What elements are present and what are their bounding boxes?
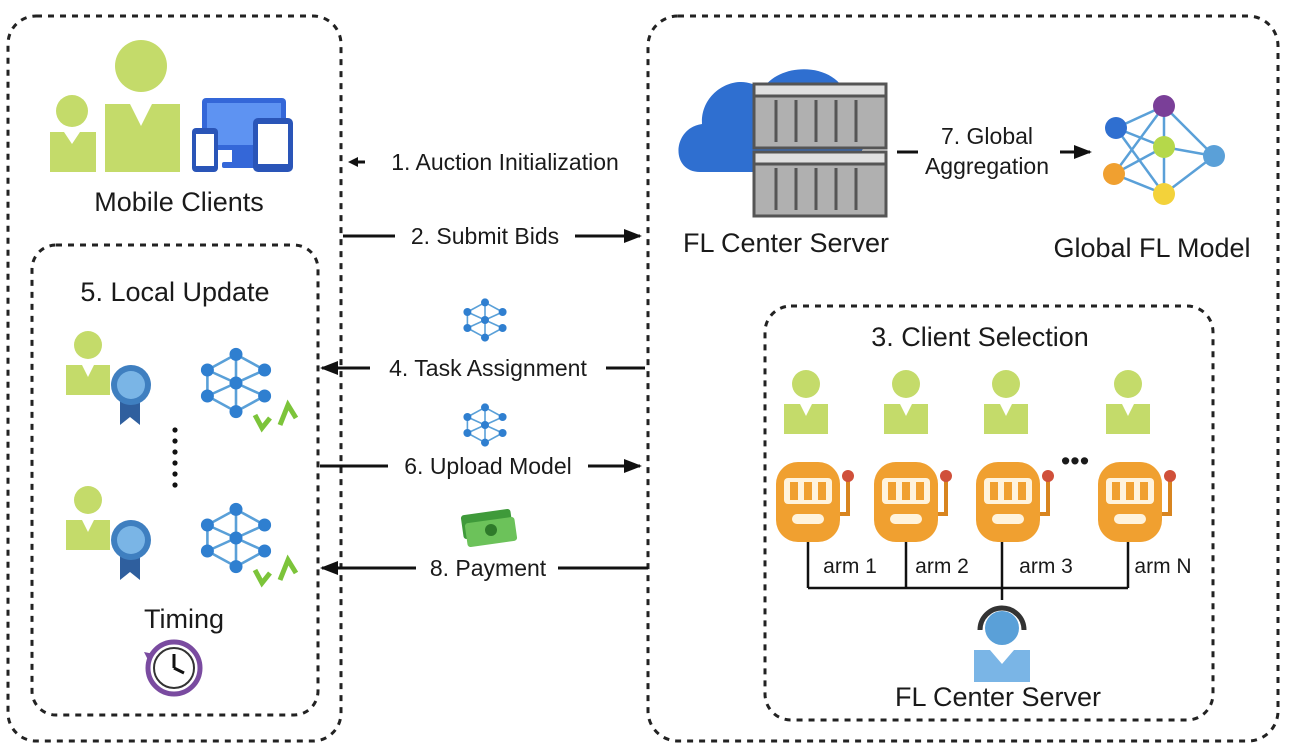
server-operator-icon	[974, 605, 1030, 682]
client-with-medal-icon	[66, 486, 151, 580]
timing-label: Timing	[144, 604, 224, 634]
vertical-ellipsis-icon	[172, 427, 178, 488]
local-model-icon	[199, 346, 299, 433]
clock-icon	[144, 639, 203, 697]
slot-machine-icon	[872, 460, 954, 544]
local-update-container	[30, 243, 320, 717]
slot-machine-icon	[774, 460, 856, 544]
client-icon	[984, 370, 1028, 434]
step-global-aggregation-line1: 7. Global	[941, 123, 1033, 149]
slot-machine-icon	[1096, 460, 1178, 544]
global-fl-model-label: Global FL Model	[1053, 233, 1250, 263]
client-selection-container	[763, 304, 1215, 722]
money-icon	[460, 509, 518, 547]
mobile-clients-icon	[50, 40, 293, 172]
client-with-medal-icon	[66, 331, 151, 425]
global-model-icon	[1103, 95, 1225, 205]
arm-label: arm N	[1134, 555, 1191, 578]
local-model-icon	[199, 501, 299, 588]
client-icon	[1106, 370, 1150, 434]
slot-machine-icon	[974, 460, 1056, 544]
arm-label: arm 1	[823, 555, 877, 578]
fl-center-server-bottom-label: FL Center Server	[895, 682, 1101, 712]
arm-label: arm 2	[915, 555, 969, 578]
fl-center-server-label: FL Center Server	[683, 228, 889, 258]
step-task-assignment: 4. Task Assignment	[389, 355, 587, 381]
arms-ellipsis: •••	[1061, 446, 1089, 476]
step-auction-init: 1. Auction Initialization	[391, 149, 619, 175]
client-icon	[884, 370, 928, 434]
client-selection-title: 3. Client Selection	[871, 322, 1089, 352]
step-payment: 8. Payment	[430, 555, 547, 581]
arm-connectors	[806, 542, 1130, 600]
model-icon	[462, 402, 508, 448]
server-container	[646, 14, 1280, 743]
step-upload-model: 6. Upload Model	[404, 453, 572, 479]
arm-label: arm 3	[1019, 555, 1073, 578]
local-update-title: 5. Local Update	[80, 277, 269, 307]
step-global-aggregation-line2: Aggregation	[925, 153, 1049, 179]
cloud-server-icon	[678, 69, 888, 218]
model-icon	[462, 297, 508, 343]
step-submit-bids: 2. Submit Bids	[411, 223, 559, 249]
client-icon	[784, 370, 828, 434]
mobile-clients-label: Mobile Clients	[94, 187, 264, 217]
